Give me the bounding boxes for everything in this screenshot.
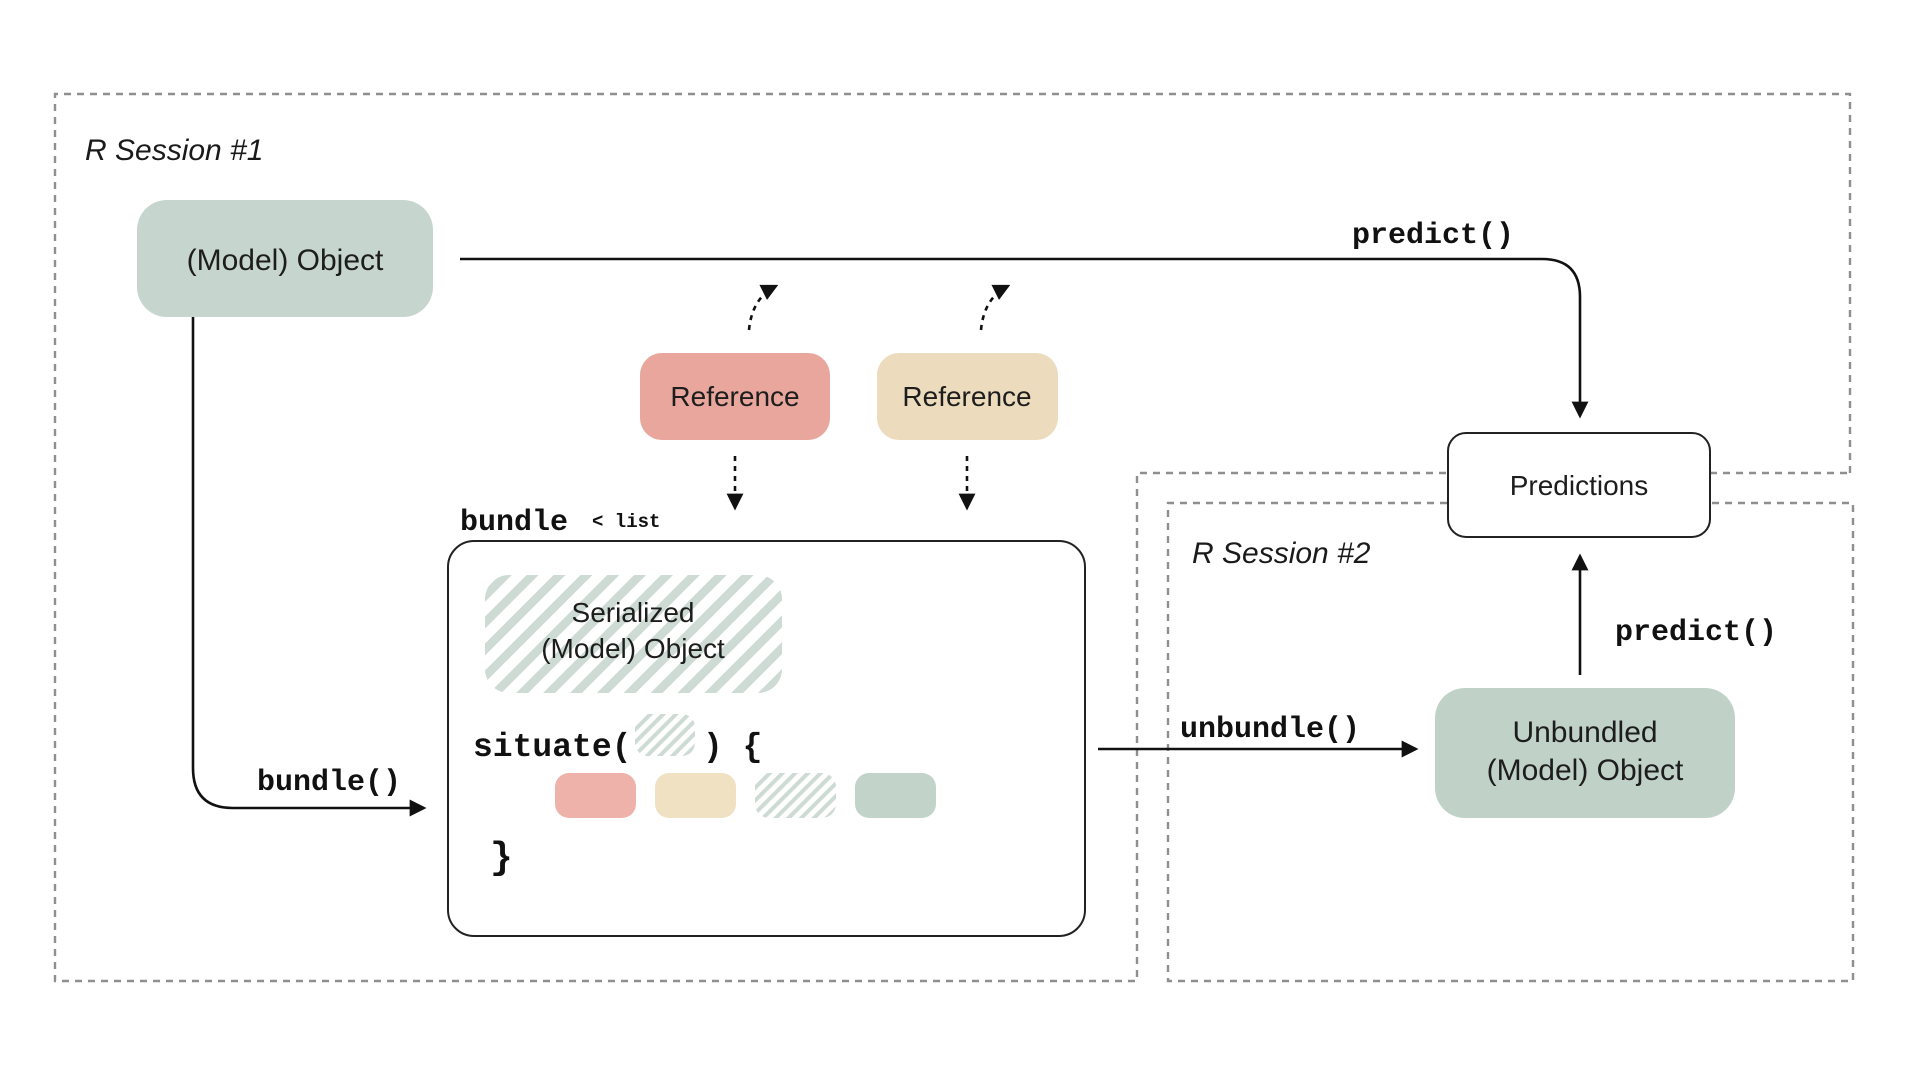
situate-suffix: ) { (703, 729, 762, 766)
session1-label: R Session #1 (85, 134, 263, 167)
reference-tan-up-arrow (979, 284, 1011, 331)
chip-tan (655, 773, 736, 818)
chip-sage (855, 773, 936, 818)
situate-hatch-chip (635, 714, 695, 756)
model-object-label: (Model) Object (187, 244, 384, 277)
serialized-object-line1: Serialized (572, 597, 695, 628)
bundle-title: bundle (460, 506, 568, 540)
session2-label: R Session #2 (1192, 537, 1371, 570)
reference-tan-box (877, 353, 1058, 440)
reference-red-label: Reference (670, 381, 799, 412)
predict-top-label: predict() (1352, 219, 1514, 253)
situate-prefix: situate( (473, 729, 631, 766)
session1-border (53, 92, 1852, 983)
bundle-fn-arrow (191, 317, 427, 817)
bundle-title-suffix: < list (592, 511, 660, 533)
bundle-fn-label: bundle() (257, 766, 401, 800)
unbundled-object-box (1435, 688, 1735, 818)
model-object-box (137, 200, 433, 317)
serialized-object-line2: (Model) Object (541, 633, 725, 664)
unbundled-object-line1: Unbundled (1512, 716, 1657, 749)
reference-red-box (640, 353, 830, 440)
predictions-label: Predictions (1510, 470, 1649, 501)
reference-tan-label: Reference (902, 381, 1031, 412)
chip-hatched (755, 773, 836, 818)
session2-border (1166, 501, 1855, 983)
predictions-box (1447, 432, 1711, 538)
reference-red-up-arrow (747, 284, 779, 331)
serialized-object-box (485, 575, 782, 693)
chip-red (555, 773, 636, 818)
predict-top-arrow (460, 257, 1589, 419)
unbundle-fn-label: unbundle() (1180, 713, 1360, 747)
situate-close-brace: } (490, 837, 513, 880)
predict-right-label: predict() (1615, 616, 1777, 650)
unbundled-object-line2: (Model) Object (1487, 754, 1684, 787)
